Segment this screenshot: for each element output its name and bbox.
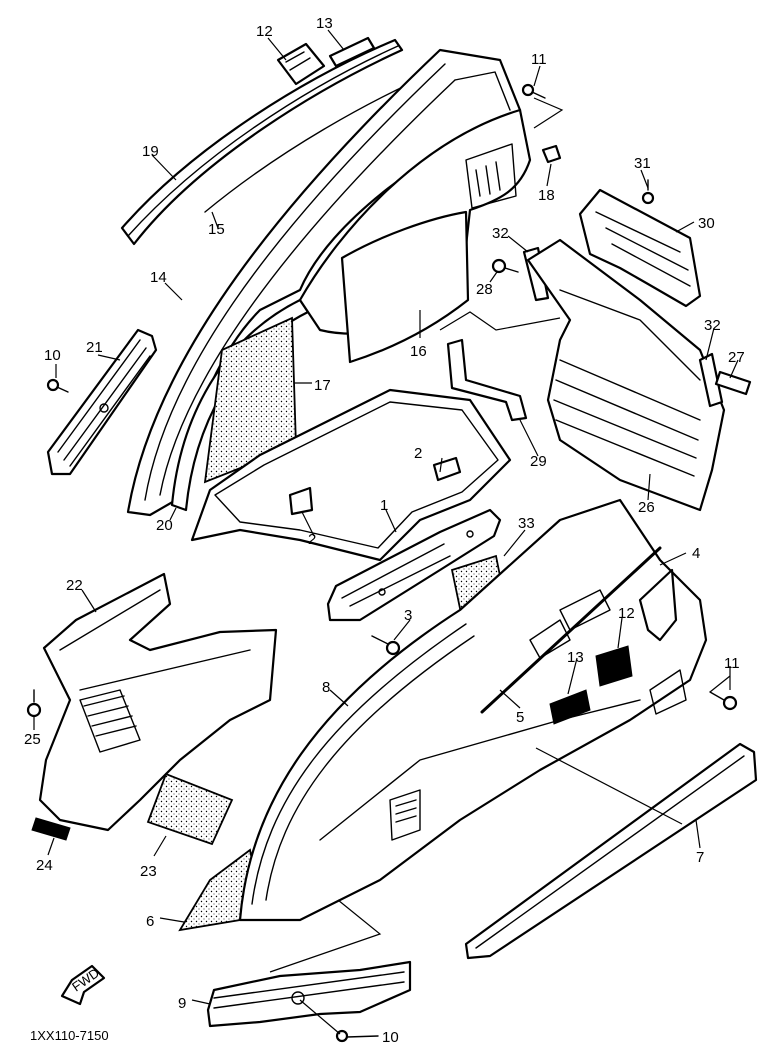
callout-12-top: 12 xyxy=(256,23,273,40)
callout-14: 14 xyxy=(150,269,167,286)
part-4-rear-trim xyxy=(638,568,678,642)
callout-2-b: 2 xyxy=(308,531,316,548)
part-12-emblem-lower xyxy=(595,645,633,687)
callout-15: 15 xyxy=(208,221,225,238)
callout-1: 1 xyxy=(380,497,388,514)
callout-27: 27 xyxy=(728,349,745,366)
callout-3: 3 xyxy=(404,607,412,624)
part-18-clip xyxy=(541,144,562,164)
callout-10-left: 10 xyxy=(44,347,61,364)
callout-labels: 12 13 11 18 19 15 14 21 10 16 17 20 2 2 … xyxy=(24,15,745,1046)
callout-33: 33 xyxy=(518,515,535,532)
part-25-screw xyxy=(26,689,42,718)
callout-13-lower: 13 xyxy=(567,649,584,666)
callout-26: 26 xyxy=(638,499,655,516)
part-28-screw xyxy=(491,258,519,274)
callout-19: 19 xyxy=(142,143,159,160)
callout-20: 20 xyxy=(156,517,173,534)
part-23-shaded-panel xyxy=(146,772,234,846)
callout-24: 24 xyxy=(36,857,53,874)
part-32-rail-b xyxy=(698,352,724,408)
part-16-inner-fairing xyxy=(298,108,532,364)
callout-23: 23 xyxy=(140,863,157,880)
part-13-badge-top xyxy=(328,36,376,68)
callout-5: 5 xyxy=(516,709,524,726)
callout-17: 17 xyxy=(314,377,331,394)
callout-16: 16 xyxy=(410,343,427,360)
callout-8: 8 xyxy=(322,679,330,696)
callout-21: 21 xyxy=(86,339,103,356)
part-27-strap xyxy=(714,370,752,396)
callout-32-a: 32 xyxy=(492,225,509,242)
part-21-side-grille xyxy=(46,328,158,476)
callout-4: 4 xyxy=(692,545,700,562)
part-29-mount-bracket xyxy=(446,338,528,422)
part-10-screw-left xyxy=(46,378,69,393)
part-30-rear-bracket xyxy=(578,188,702,308)
callout-9: 9 xyxy=(178,995,186,1012)
figure-code: 1XX110-7150 xyxy=(30,1028,109,1043)
part-26-rear-fairing-lower xyxy=(526,238,726,512)
part-12-emblem-top xyxy=(276,42,326,86)
callout-2-a: 2 xyxy=(414,445,422,462)
part-11-screw-top xyxy=(521,83,546,99)
part-11-screw-lower xyxy=(709,691,738,711)
part-22-front-fairing xyxy=(38,572,278,832)
callout-29: 29 xyxy=(530,453,547,470)
callout-11-top: 11 xyxy=(531,51,547,68)
callout-6: 6 xyxy=(146,913,154,930)
part-3-screw xyxy=(371,635,401,656)
callout-31: 31 xyxy=(634,155,651,172)
callout-25: 25 xyxy=(24,731,41,748)
part-24-badge xyxy=(31,817,71,841)
callout-7: 7 xyxy=(696,849,704,866)
callout-22: 22 xyxy=(66,577,83,594)
part-8-main-side-cover xyxy=(238,498,708,922)
callout-32-b: 32 xyxy=(704,317,721,334)
callout-28: 28 xyxy=(476,281,493,298)
leader-lines xyxy=(33,29,739,1035)
callout-10-bottom: 10 xyxy=(382,1029,399,1046)
callout-11-lower: 11 xyxy=(724,655,740,672)
callout-13-top: 13 xyxy=(316,15,333,32)
part-1-bracket xyxy=(326,508,502,622)
part-9-lower-bracket xyxy=(206,960,412,1028)
callout-30: 30 xyxy=(698,215,715,232)
callout-18: 18 xyxy=(538,187,555,204)
part-10-screw-bottom xyxy=(335,1029,379,1043)
part-5-thin-strip xyxy=(480,546,662,714)
part-7-long-molding xyxy=(464,742,758,960)
callout-12-lower: 12 xyxy=(618,605,635,622)
part-31-screw xyxy=(641,179,655,205)
part-2-tray-frame xyxy=(190,388,512,562)
part-13-badge-lower xyxy=(549,689,591,725)
fwd-arrow-icon: FWD xyxy=(60,964,106,1006)
part-19-long-molding xyxy=(120,38,404,246)
